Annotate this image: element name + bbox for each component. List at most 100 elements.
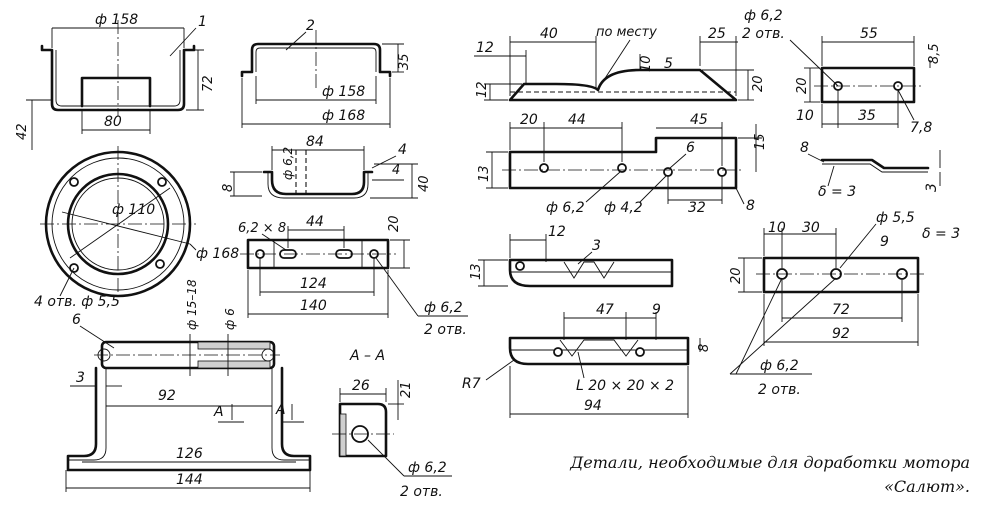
part5b-d15: 15 [753,133,768,150]
part9-d72: 72 [832,302,850,318]
part2-dia-outer: ф 168 [322,108,365,124]
part4-wall: 4 [392,163,400,178]
part6-dia: ф 6 [223,308,237,330]
part3-radius: R7 [462,376,481,392]
part6-wall: 3 [76,370,85,386]
part6-range: ф 15–18 [185,279,199,330]
part1-dia-outer: ф 168 [196,246,239,262]
part7-plate: 55 ф 6,2 2 отв. 8,5 20 10 35 7,8 8 δ = 3… [742,8,942,200]
section-aa-width: 26 [352,378,370,394]
part6-section-right: А [275,402,286,418]
part7-side3: 3 [924,183,940,192]
section-aa-height: 21 [399,381,414,398]
part7-d20: 20 [795,77,810,94]
section-aa-count: 2 отв. [400,484,443,500]
part1-width: 80 [104,114,122,130]
part5-count: 2 отв. [742,26,785,42]
part7-side8: 8 [800,140,809,156]
part3-d9: 9 [652,302,661,318]
part3-d13: 13 [469,263,484,280]
part9-d20: 20 [729,267,744,284]
part5-dia: ф 6,2 [744,8,783,24]
part1-height: 72 [201,75,216,92]
plate-holes: 6,2 × 8 [238,221,286,236]
part9-count: 2 отв. [758,382,801,398]
part1-dia-top: ф 158 [95,12,138,28]
part5b-d32: 32 [688,200,706,216]
caption-line-2: «Салют». [884,477,970,496]
part4-height: 40 [417,175,432,192]
part2-dia-inner: ф 158 [322,84,365,100]
part5-number: 5 [664,56,673,72]
part3-d8: 8 [697,344,712,352]
part9-d30: 30 [802,220,820,236]
part6-section-left: А [213,404,224,420]
part9-d92: 92 [832,326,850,342]
part7-d10: 10 [796,108,814,124]
part3-d12: 12 [548,224,566,240]
part1-dia-inner: ф 110 [112,202,155,218]
part1-holes: 4 отв. ф 5,5 [34,294,120,310]
part1-top-view: ф 110 ф 168 4 отв. ф 5,5 [34,146,239,310]
section-aa-dia: ф 6,2 [408,460,447,476]
part2-number: 2 [306,18,315,34]
part6-inner: 126 [176,446,203,462]
part9-dia: ф 5,5 [876,210,915,226]
part9-plate: 10 30 ф 5,5 δ = 3 9 20 72 92 ф 6,2 2 отв… [729,210,960,398]
part5-strip: 12 40 по месту 10 5 25 20 12 [474,25,766,102]
plate-pitch: 44 [306,214,324,230]
part5-d10: 10 [639,55,654,72]
part2-height: 35 [397,53,412,70]
plate-count: 2 отв. [424,322,467,338]
part5b-dia2: ф 4,2 [604,200,643,216]
plate-height: 20 [387,215,402,232]
part9-number: 9 [880,234,889,250]
mounting-plate: 6,2 × 8 44 20 124 140 ф 6,2 2 отв. [238,214,468,338]
part5-holes-strip: 20 44 45 13 15 6 ф 6,2 ф 4,2 32 8 [477,112,768,216]
part4-dia: ф 6,2 [281,147,295,180]
section-aa-title: А – А [349,348,385,364]
part7-d35: 35 [858,108,876,124]
part5-note: по месту [596,25,657,40]
part6-span: 92 [158,388,176,404]
plate-inner: 124 [300,276,327,292]
part9-d10: 10 [768,220,786,236]
part1-depth: 42 [15,123,30,140]
part9-dia2: ф 6,2 [760,358,799,374]
caption-line-1: Детали, необходимые для доработки мотора [570,453,970,472]
part7-d8-5: 8,5 [927,43,942,64]
part6-overall: 144 [176,472,203,488]
part9-delta: δ = 3 [922,226,960,242]
part5-d20: 20 [751,75,766,92]
part5-d40: 40 [540,26,558,42]
part4-bracket: 84 ф 6,2 4 4 40 8 [221,134,432,199]
part5-d12: 12 [476,40,494,56]
part5-d25: 25 [708,26,726,42]
part1-side-view: ф 158 1 72 42 80 [15,12,216,150]
part3-angles: 12 3 13 47 9 8 R7 L 20 × 20 × 2 94 [462,224,712,418]
part3-d47: 47 [596,302,614,318]
part3-length: 94 [584,398,602,414]
part5b-d20: 20 [520,112,538,128]
part7-d55: 55 [860,26,878,42]
part6-stand: 6 ф 15–18 ф 6 3 92 А А 126 144 [65,279,312,492]
part5b-d8: 8 [746,198,755,214]
section-aa: А – А 26 21 ф 6,2 2 отв. [332,348,452,500]
part6-number: 6 [72,312,81,328]
part5-d12b: 12 [475,81,490,98]
part5b-mark: 6 [686,140,695,156]
part5b-d45: 45 [690,112,708,128]
part5b-dia1: ф 6,2 [546,200,585,216]
part5b-d44: 44 [568,112,586,128]
plate-dia: ф 6,2 [424,300,463,316]
part3-number: 3 [592,238,601,254]
part4-number: 4 [398,142,407,158]
plate-overall: 140 [300,298,327,314]
part3-profile: L 20 × 20 × 2 [576,378,674,394]
part4-small: 8 [221,184,236,192]
part2-cover: 2 35 ф 158 ф 168 [240,18,412,128]
part7-mark: 7,8 [910,120,932,136]
part7-delta: δ = 3 [818,184,856,200]
part4-length: 84 [306,134,324,150]
